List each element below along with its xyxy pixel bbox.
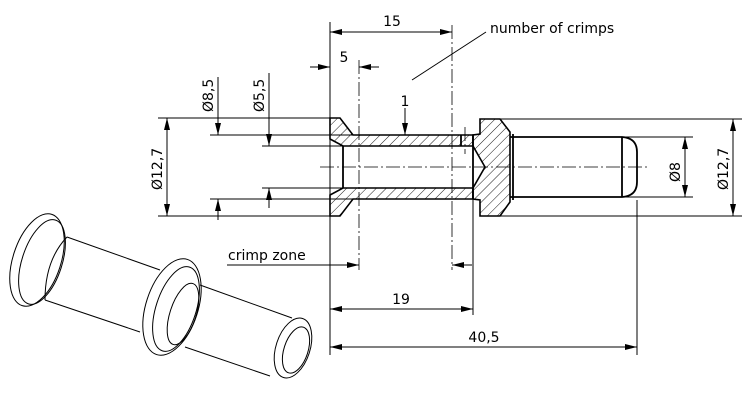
dim-12-7-right-label: Ø12,7 — [716, 148, 732, 190]
dim-15-label: 15 — [383, 14, 401, 30]
section-view — [320, 25, 650, 270]
groove — [460, 135, 474, 199]
extension-lines — [158, 22, 742, 355]
dimension-lines — [164, 29, 736, 350]
isometric-view — [9, 213, 313, 379]
tube-wall-bottom — [329, 187, 474, 217]
crimp-count-label: number of crimps — [490, 21, 614, 37]
crimp-count-marker: 1 — [401, 94, 410, 110]
dim-19-label: 19 — [392, 292, 410, 308]
right-flange-section — [472, 118, 511, 217]
dim-12-7-left-label: Ø12,7 — [150, 148, 166, 190]
number-of-crimps-leader — [411, 31, 487, 81]
tube-wall-top — [329, 117, 474, 147]
dim-8-5-label: Ø8,5 — [201, 79, 217, 112]
dim-5-5-label: Ø5,5 — [252, 79, 268, 112]
dim-5-label: 5 — [340, 50, 349, 66]
dim-40-5-label: 40,5 — [468, 330, 499, 346]
dim-8-label: Ø8 — [668, 162, 684, 182]
crimp-zone-label: crimp zone — [228, 248, 306, 264]
